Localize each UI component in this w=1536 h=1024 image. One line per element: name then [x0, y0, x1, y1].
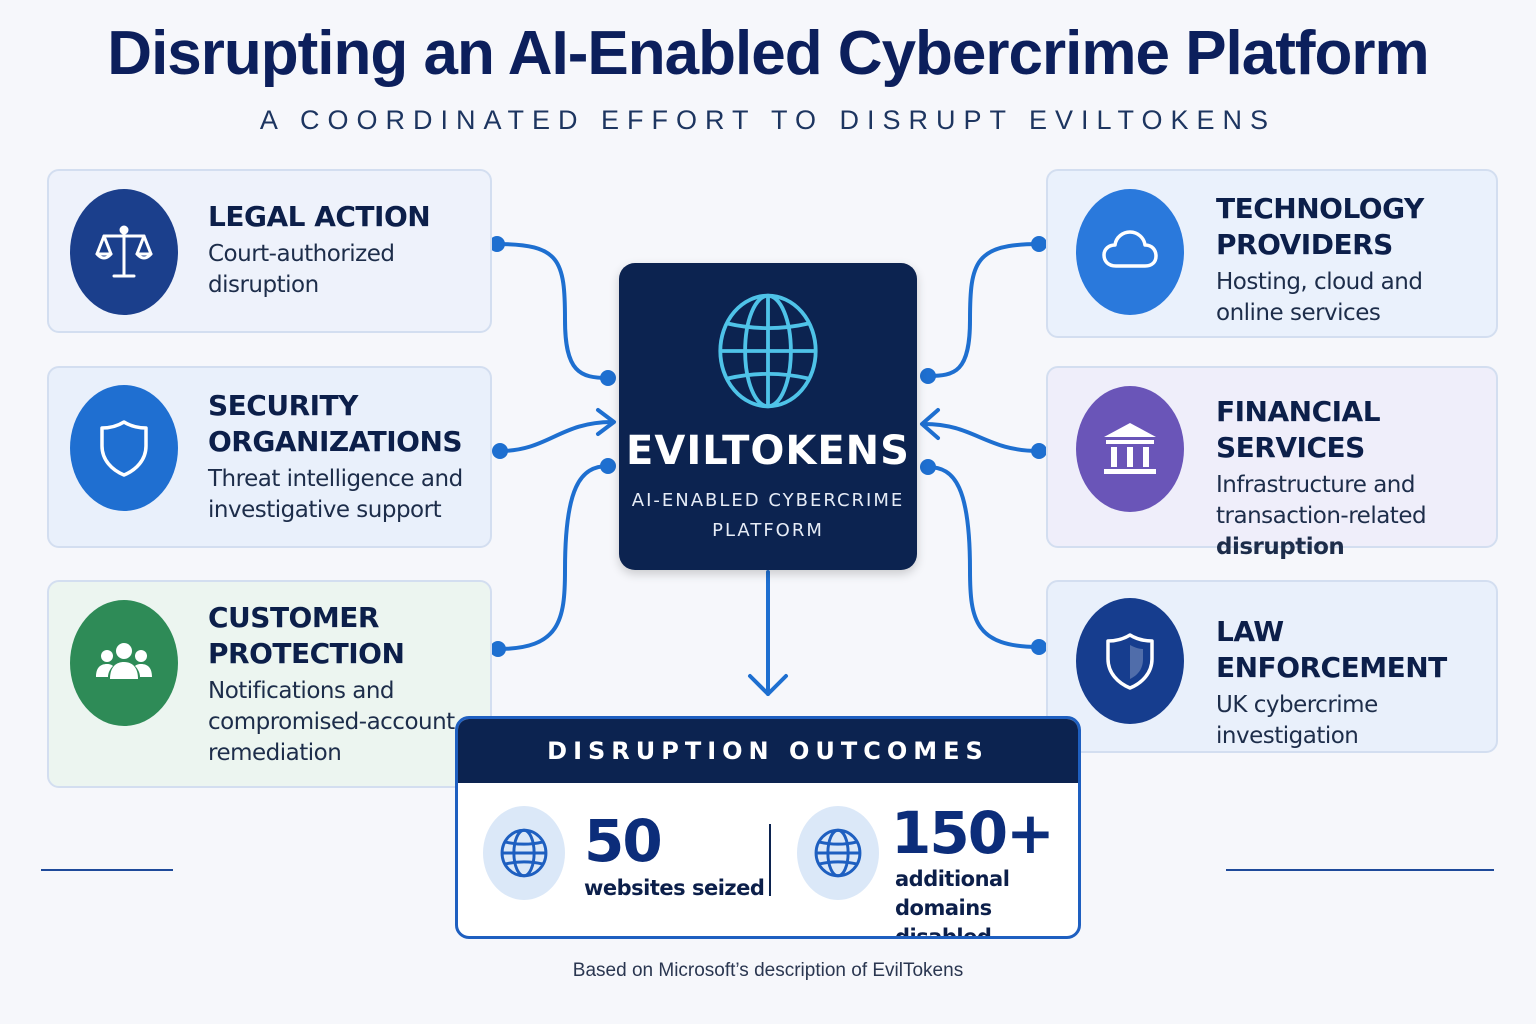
customer-desc-line1: Notifications and — [208, 678, 395, 704]
customer-title-line2: PROTECTION — [208, 637, 405, 670]
legal-desc-line1: Court-authorized — [208, 241, 395, 267]
security-icon-circle — [70, 385, 178, 511]
security-title-line2: ORGANIZATIONS — [208, 425, 463, 458]
stat-websites-value: 50 — [584, 807, 663, 875]
bank-icon — [1104, 423, 1156, 474]
card-financial-services: FINANCIAL SERVICES Infrastructure and tr… — [1046, 366, 1498, 560]
financial-desc-line3: disruption — [1216, 534, 1345, 560]
stat-domains-label-line2: disabled — [895, 925, 992, 939]
security-title-line1: SECURITY — [208, 389, 358, 422]
connector-legal — [495, 242, 610, 380]
arrow-security — [596, 408, 616, 436]
shield-icon — [100, 420, 148, 477]
technology-title-line1: TECHNOLOGY — [1216, 192, 1424, 225]
hub-subtitle-line1: AI-ENABLED CYBERCRIME — [631, 490, 905, 511]
law-icon-circle — [1076, 598, 1184, 724]
arrow-financial — [920, 408, 940, 440]
stat-domains-label-line1: additional domains — [895, 867, 1010, 920]
connector-customer — [496, 464, 610, 651]
connector-security — [498, 420, 614, 453]
scales-icon — [95, 225, 153, 278]
customer-desc-line2: compromised-account — [208, 709, 455, 735]
page-subtitle: A COORDINATED EFFORT TO DISRUPT EVILTOKE… — [259, 105, 1277, 135]
people-icon — [96, 643, 152, 679]
technology-desc-line2: online services — [1216, 300, 1381, 326]
footer-source-note: Based on Microsoft’s description of Evil… — [572, 960, 964, 981]
security-desc-line2: investigative support — [208, 497, 442, 523]
hub-title: EVILTOKENS — [626, 428, 910, 474]
stat-domains-icon-circle — [797, 806, 879, 900]
law-desc-line1: UK cybercrime — [1216, 692, 1378, 718]
hub-subtitle-line2: PLATFORM — [712, 520, 824, 541]
connector-law — [926, 465, 1041, 649]
connector-technology — [926, 242, 1041, 378]
globe-icon — [718, 293, 818, 409]
law-title: LAW ENFORCEMENT — [1216, 615, 1447, 684]
customer-title-line1: CUSTOMER — [208, 601, 379, 634]
globe-icon — [814, 828, 862, 878]
technology-icon-circle — [1076, 189, 1184, 315]
customer-icon-circle — [70, 600, 178, 726]
card-technology-providers: TECHNOLOGY PROVIDERS Hosting, cloud and … — [1046, 169, 1498, 338]
outcomes-heading: DISRUPTION OUTCOMES — [458, 719, 1078, 783]
connector-financial — [922, 422, 1041, 453]
financial-title: FINANCIAL SERVICES — [1216, 395, 1381, 464]
badge-shield-icon — [1106, 633, 1154, 690]
law-desc-line2: investigation — [1216, 723, 1359, 749]
decorative-line-right — [1226, 869, 1494, 871]
stat-websites-icon-circle — [483, 806, 565, 900]
stat-domains-value: 150+ — [891, 799, 1055, 867]
eviltokens-hub — [619, 263, 917, 570]
card-legal-action: LEGAL ACTION Court-authorized disruption — [47, 169, 492, 333]
legal-title: LEGAL ACTION — [208, 200, 431, 233]
technology-title-line2: PROVIDERS — [1216, 228, 1393, 261]
customer-desc-line3: remediation — [208, 740, 342, 766]
financial-desc-line1: Infrastructure and — [1216, 472, 1415, 498]
security-desc-line1: Threat intelligence and — [208, 466, 463, 492]
page-title: Disrupting an AI-Enabled Cybercrime Plat… — [107, 19, 1429, 88]
stats-divider — [769, 824, 771, 896]
legal-desc-line2: disruption — [208, 272, 319, 298]
arrow-down — [748, 674, 788, 696]
globe-icon — [500, 828, 548, 878]
card-security-organizations: SECURITY ORGANIZATIONS Threat intelligen… — [47, 366, 492, 548]
legal-icon-circle — [70, 189, 178, 315]
stat-websites-label: websites seized — [584, 876, 765, 900]
card-customer-protection: CUSTOMER PROTECTION Notifications and co… — [47, 580, 492, 788]
financial-icon-circle — [1076, 386, 1184, 512]
technology-desc-line1: Hosting, cloud and — [1216, 269, 1423, 295]
cloud-icon — [1102, 230, 1158, 268]
disruption-outcomes-panel: DISRUPTION OUTCOMES 50 websites seized 1… — [455, 716, 1081, 939]
financial-desc-line2: transaction-related — [1216, 503, 1427, 529]
card-law-enforcement: LAW ENFORCEMENT UK cybercrime investigat… — [1046, 580, 1498, 753]
decorative-line-left — [41, 869, 173, 871]
